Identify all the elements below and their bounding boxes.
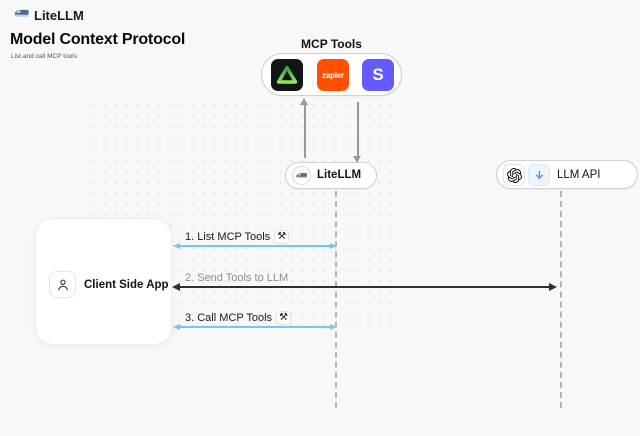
stripe-icon-label: S (372, 65, 384, 84)
person-icon (49, 271, 76, 298)
connector-up-line (304, 104, 306, 158)
litellm-lifeline (335, 191, 337, 408)
arrowhead-up-icon (300, 98, 308, 105)
brand-header: LiteLLM (13, 6, 84, 24)
client-side-app-node: Client Side App (35, 218, 172, 345)
zapier-icon: zapier (317, 59, 349, 91)
message-2-arrowhead-right (549, 283, 557, 291)
message-1-arrowhead-left (173, 242, 180, 249)
litellm-train-icon (13, 6, 30, 24)
hammer-wrench-icon: ⚒ (276, 311, 291, 325)
litellm-node: LiteLLM (285, 162, 377, 189)
litellm-node-label: LiteLLM (317, 169, 362, 181)
message-2-arrowhead-left (172, 283, 180, 291)
llm-api-node: LLM API (496, 160, 638, 189)
message-1-arrow-line (179, 245, 331, 247)
message-1-label: 1. List MCP Tools ⚒ (185, 230, 290, 244)
stripe-icon: S (362, 59, 394, 91)
message-3-label: 3. Call MCP Tools ⚒ (185, 311, 291, 325)
message-3-arrow-line (179, 326, 331, 328)
arrowhead-down-icon (353, 156, 361, 163)
message-3-arrowhead-right (330, 323, 337, 330)
mcp-tools-node: zapier S (261, 53, 402, 96)
brand-name: LiteLLM (34, 7, 84, 23)
llm-api-lifeline (560, 191, 562, 408)
litellm-train-icon (292, 166, 311, 185)
hammer-wrench-icon: ⚒ (274, 230, 290, 244)
openai-icon (503, 164, 525, 186)
blue-llm-provider-icon (528, 164, 550, 186)
llm-api-node-label: LLM API (557, 169, 601, 181)
message-3-arrowhead-left (173, 323, 180, 330)
page-title: Model Context Protocol (10, 31, 186, 48)
client-node-label: Client Side App (84, 279, 169, 291)
message-2-arrow-line (179, 286, 550, 288)
zapier-icon-label: zapier (322, 70, 344, 80)
connector-down-line (357, 102, 359, 157)
page-subtitle: List and call MCP tools (11, 53, 77, 60)
message-1-arrowhead-right (330, 242, 337, 249)
green-triangle-tool-icon (271, 59, 303, 91)
message-2-label: 2. Send Tools to LLM (185, 272, 289, 284)
mcp-tools-label: MCP Tools (301, 37, 362, 51)
